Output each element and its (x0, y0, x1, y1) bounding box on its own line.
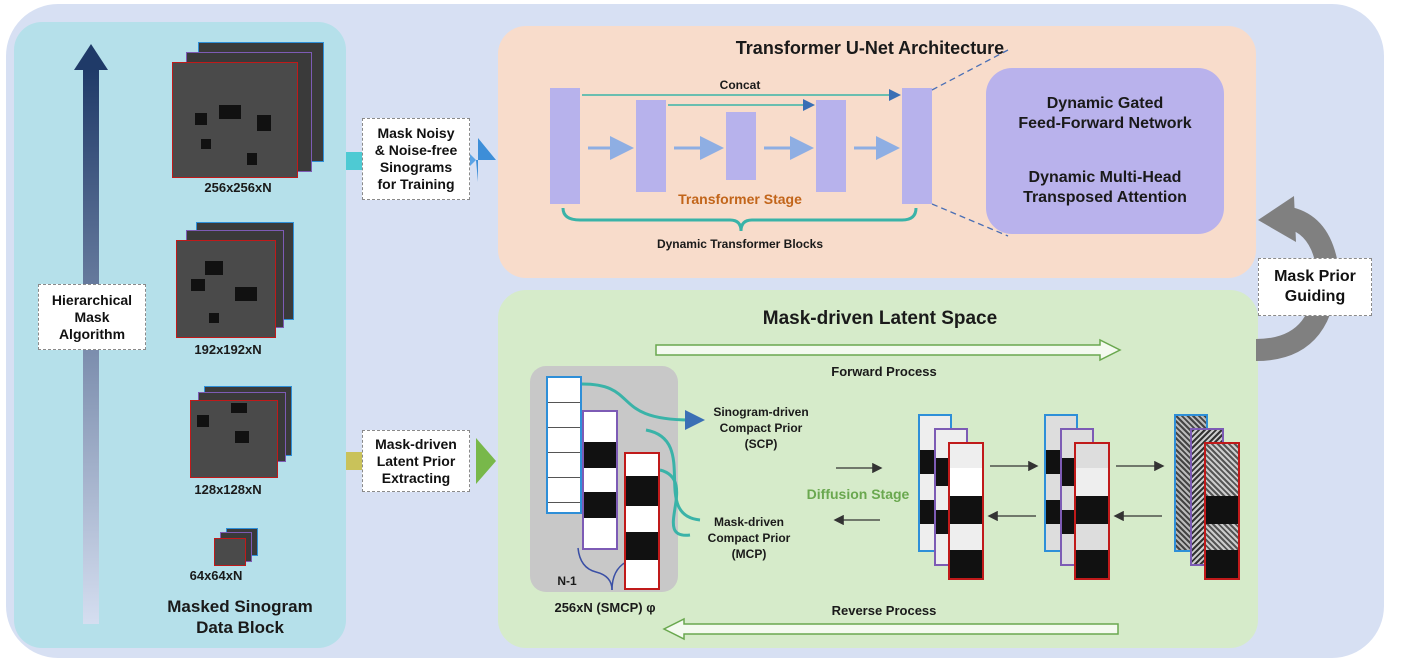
transformer-blocks-label: Dynamic Transformer Blocks (656, 237, 824, 251)
latent-prior-input-label: Mask-driven Latent Prior Extracting (362, 430, 470, 492)
transformer-block-detail (986, 68, 1224, 234)
concat-label: Concat (719, 78, 761, 92)
left-panel-title: Masked Sinogram Data Block (167, 597, 313, 637)
unet-title: Transformer U-Net Architecture (735, 38, 1005, 58)
reverse-process-label: Reverse Process (831, 603, 937, 618)
n-minus-one-label: N-1 (557, 574, 577, 588)
scale-label-128: 128x128xN (194, 482, 262, 497)
smcp-label: 256xN (SMCP) φ (554, 600, 656, 615)
scale-label-64: 64x64xN (189, 568, 243, 583)
mcp-label: Mask-driven Compact Prior (MCP) (707, 515, 791, 561)
scale-label-256: 256x256xN (204, 180, 272, 195)
hierarchical-mask-label: Hierarchical Mask Algorithm (38, 284, 146, 350)
mhta-label: Dynamic Multi-Head Transposed Attention (1023, 169, 1187, 206)
forward-process-label: Forward Process (831, 364, 937, 379)
training-input-label: Mask Noisy & Noise-free Sinograms for Tr… (362, 118, 470, 200)
transformer-stage-label: Transformer Stage (678, 191, 802, 207)
diffusion-stage-label: Diffusion Stage (806, 486, 910, 502)
gated-ffn-label: Dynamic Gated Feed-Forward Network (1018, 95, 1192, 132)
scale-label-192: 192x192xN (194, 342, 262, 357)
mask-prior-guiding-label: Mask Prior Guiding (1258, 258, 1372, 316)
scp-label: Sinogram-driven Compact Prior (SCP) (713, 405, 809, 451)
latent-title: Mask-driven Latent Space (762, 308, 998, 329)
